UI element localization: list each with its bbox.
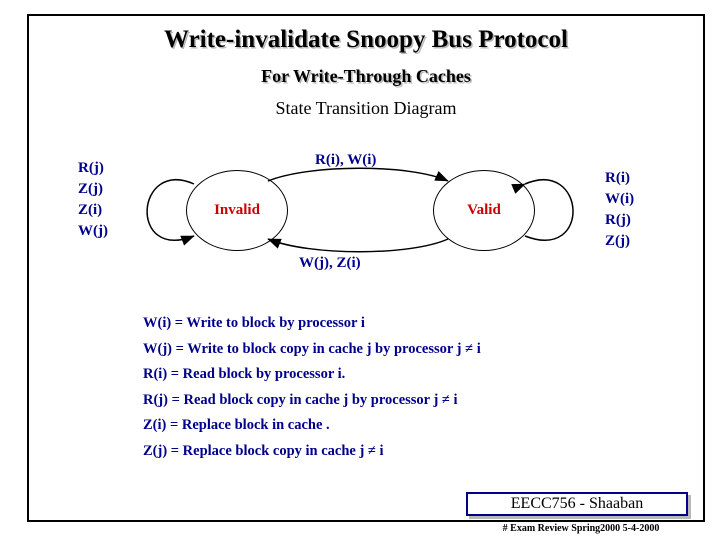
footer-badge: EECC756 - Shaaban xyxy=(466,492,688,516)
state-node-valid[interactable]: Valid xyxy=(433,170,535,251)
legend-item-2: R(i) = Read block by processor i. xyxy=(143,366,346,382)
right-label-0: R(i) xyxy=(605,170,630,186)
legend-item-3: R(j) = Read block copy in cache j by pro… xyxy=(143,391,458,408)
right-self-loop-labels: R(i) W(i) R(j) Z(j) xyxy=(605,168,634,252)
state-label-valid: Valid xyxy=(467,202,501,218)
left-label-2: Z(i) xyxy=(78,202,103,218)
transition-label-valid-to-invalid: W(j), Z(i) xyxy=(299,255,361,271)
slide-border xyxy=(27,14,705,522)
left-label-0: R(j) xyxy=(78,160,104,176)
page-subtitle: For Write-Through Caches xyxy=(261,66,471,86)
state-node-invalid[interactable]: Invalid xyxy=(186,170,288,251)
legend-item-0: W(i) = Write to block by processor i xyxy=(143,315,365,331)
state-label-invalid: Invalid xyxy=(214,202,260,218)
page-title: Write-invalidate Snoopy Bus Protocol xyxy=(164,26,568,53)
legend-list: W(i) = Write to block by processor i W(j… xyxy=(143,311,481,464)
left-self-loop-labels: R(j) Z(j) Z(i) W(j) xyxy=(78,158,108,242)
legend-item-4: Z(i) = Replace block in cache . xyxy=(143,417,330,433)
footer-note: # Exam Review Spring2000 5-4-2000 xyxy=(502,523,660,534)
right-label-3: Z(j) xyxy=(605,233,630,249)
right-label-2: R(j) xyxy=(605,212,631,228)
left-label-3: W(j) xyxy=(78,223,108,239)
footer-badge-label: EECC756 - Shaaban xyxy=(510,495,644,512)
legend-item-1: W(j) = Write to block copy in cache j by… xyxy=(143,340,481,357)
left-label-1: Z(j) xyxy=(78,181,103,197)
page-subsubtitle: State Transition Diagram xyxy=(275,98,457,118)
legend-item-5: Z(j) = Replace block copy in cache j ≠ i xyxy=(143,442,384,459)
transition-label-invalid-to-valid: R(i), W(i) xyxy=(315,152,377,168)
right-label-1: W(i) xyxy=(605,191,635,207)
